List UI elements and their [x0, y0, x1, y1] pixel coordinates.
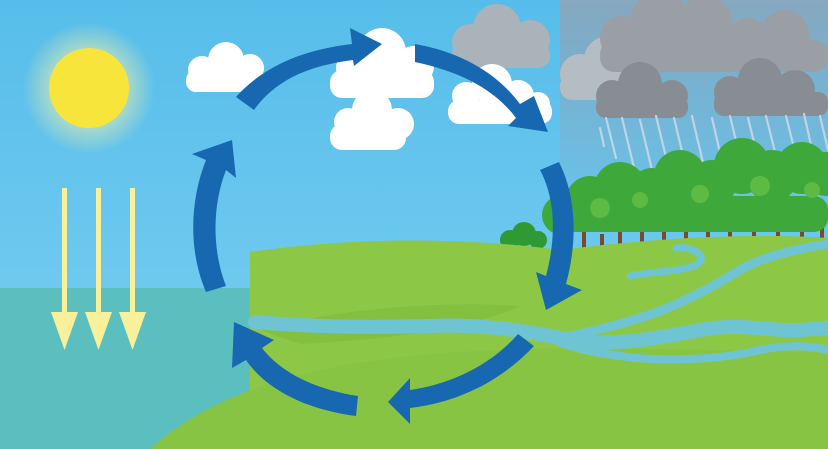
forest-icon: [500, 138, 828, 252]
storm-cloud-icon: [452, 0, 828, 118]
sun-rays-icon: [51, 188, 146, 350]
cycle-arrows: [192, 28, 582, 424]
cycle-arrow-1: [236, 28, 382, 110]
river-icon: [248, 239, 828, 364]
cloud-icon: [330, 90, 414, 150]
front-land: [150, 348, 828, 449]
cycle-arrow-6: [192, 140, 236, 292]
cycle-arrow-2: [415, 44, 548, 132]
sun-icon: [23, 22, 155, 154]
cloud-icon: [186, 42, 266, 92]
cycle-arrow-4: [388, 334, 534, 424]
cycle-arrow-3: [536, 162, 582, 310]
cycle-arrow-5: [232, 322, 358, 416]
